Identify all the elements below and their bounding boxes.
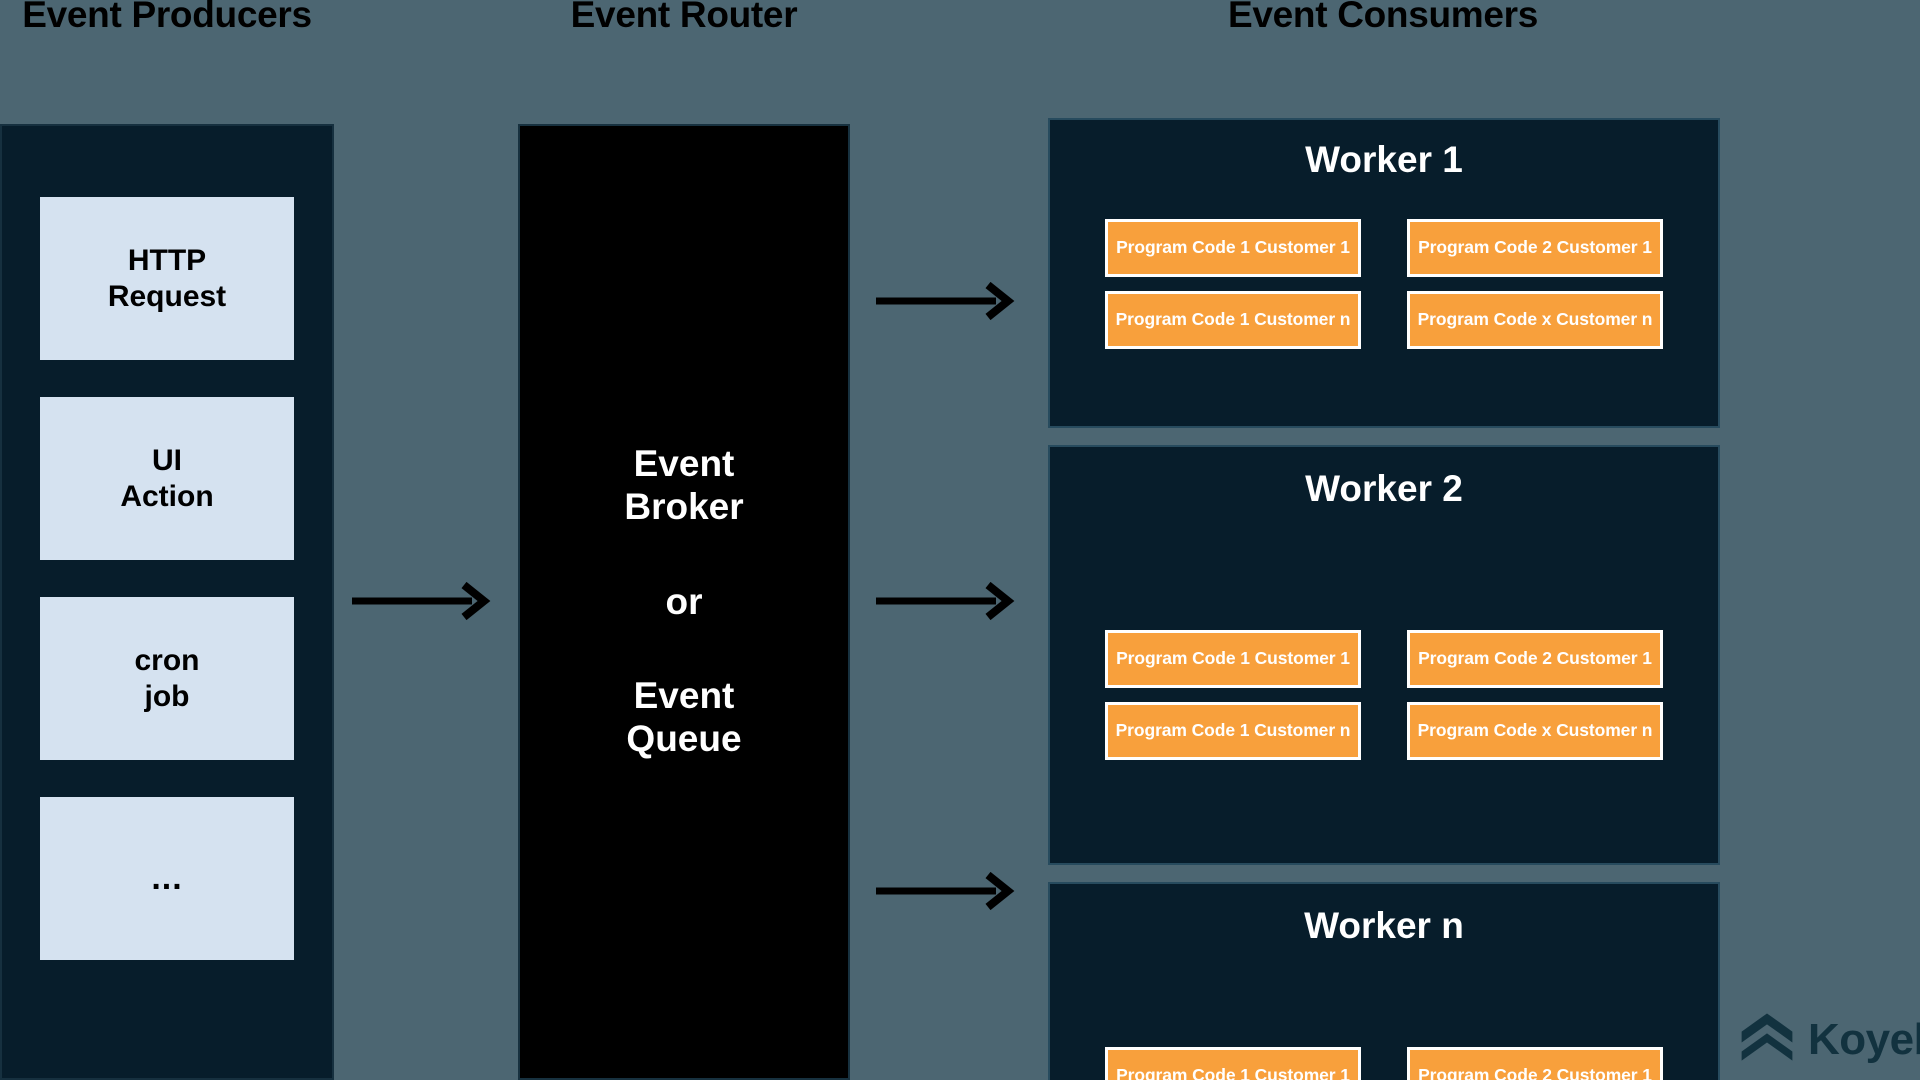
- koyeb-logo: Koyeb: [1738, 1008, 1920, 1071]
- worker-code-grid-n: Program Code 1 Customer 1 Program Code 2…: [1050, 1046, 1718, 1080]
- worker-card-2: Worker 2 Program Code 1 Customer 1 Progr…: [1048, 445, 1720, 865]
- code-box: Program Code 1 Customer n: [1105, 701, 1361, 760]
- arrow-producers-to-router: [352, 577, 492, 625]
- worker-title-1: Worker 1: [1305, 139, 1463, 180]
- chevron-stack-icon: [1738, 1008, 1796, 1071]
- event-producers-panel: HTTP Request UI Action cron job ...: [0, 124, 334, 1080]
- worker-title-n: Worker n: [1304, 905, 1464, 946]
- worker-card-n: Worker n Program Code 1 Customer 1 Progr…: [1048, 882, 1720, 1080]
- producer-box-ellipsis: ...: [40, 797, 294, 960]
- code-box: Program Code 1 Customer 1: [1105, 1046, 1361, 1080]
- code-box: Program Code 1 Customer 1: [1105, 218, 1361, 277]
- heading-event-consumers: Event Consumers: [1227, 0, 1539, 35]
- arrow-router-to-worker-2: [876, 577, 1016, 625]
- event-router-panel: Event Broker or Event Queue: [518, 124, 850, 1080]
- producer-box-ui-action: UI Action: [40, 397, 294, 560]
- code-box: Program Code x Customer n: [1407, 290, 1663, 349]
- worker-card-1: Worker 1 Program Code 1 Customer 1 Progr…: [1048, 118, 1720, 428]
- code-box: Program Code 2 Customer 1: [1407, 629, 1663, 688]
- producer-box-cron-job: cron job: [40, 597, 294, 760]
- code-box: Program Code x Customer n: [1407, 701, 1663, 760]
- worker-code-grid-1: Program Code 1 Customer 1 Program Code 2…: [1050, 218, 1718, 349]
- code-box: Program Code 1 Customer n: [1105, 290, 1361, 349]
- arrow-router-to-worker-1: [876, 277, 1016, 325]
- heading-event-producers: Event Producers: [22, 0, 312, 35]
- producer-box-http-request: HTTP Request: [40, 197, 294, 360]
- code-box: Program Code 1 Customer 1: [1105, 629, 1361, 688]
- router-label-event-queue: Event Queue: [626, 675, 742, 760]
- event-consumers-area: Worker 1 Program Code 1 Customer 1 Progr…: [1048, 118, 1720, 1080]
- router-label-event-broker: Event Broker: [624, 442, 744, 527]
- worker-title-2: Worker 2: [1305, 468, 1463, 509]
- code-box: Program Code 2 Customer 1: [1407, 218, 1663, 277]
- heading-event-router: Event Router: [570, 0, 798, 35]
- arrow-router-to-worker-n: [876, 867, 1016, 915]
- router-label-or: or: [665, 580, 703, 622]
- koyeb-wordmark: Koyeb: [1808, 1014, 1920, 1064]
- worker-code-grid-2: Program Code 1 Customer 1 Program Code 2…: [1050, 629, 1718, 760]
- code-box: Program Code 2 Customer 1: [1407, 1046, 1663, 1080]
